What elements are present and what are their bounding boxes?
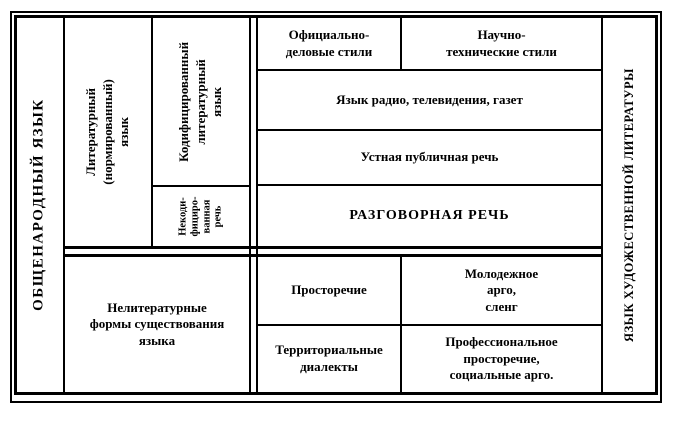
media-language-label: Язык радио, телевидения, газет <box>336 91 523 107</box>
oral-public-speech-cell: Устная публичная речь <box>258 131 601 184</box>
youth-argot-label: Молодежное арго, сленг <box>464 265 539 314</box>
youth-argot-cell: Молодежное арго, сленг <box>402 257 601 324</box>
double-divider-literary-nonliterary <box>63 246 601 257</box>
nonliterary-forms-label: Нелитературные формы существования языка <box>89 299 225 348</box>
divider-row5-row6 <box>258 324 601 326</box>
noncodified-speech-label: Некоди- фициро- ванная речь <box>177 196 224 237</box>
media-language-cell: Язык радио, телевидения, газет <box>258 71 601 129</box>
colloquial-speech-label: РАЗГОВОРНАЯ РЕЧЬ <box>349 208 510 224</box>
colloquial-speech-cell: РАЗГОВОРНАЯ РЕЧЬ <box>258 186 601 246</box>
fiction-language-label: ЯЗЫК ХУДОЖЕСТВЕННОЙ ЛИТЕРАТУРЫ <box>622 68 637 342</box>
scientific-technical-label: Научно- технические стили <box>446 26 557 59</box>
prostorechie-label: Просторечие <box>291 282 367 298</box>
professional-argot-label: Профессиональное просторечие, социальные… <box>445 334 558 383</box>
fiction-language-column: ЯЗЫК ХУДОЖЕСТВЕННОЙ ЛИТЕРАТУРЫ <box>603 18 655 392</box>
codified-literary-label: Кодифицированный литературный язык <box>176 41 225 162</box>
professional-argot-cell: Профессиональное просторечие, социальные… <box>402 326 601 392</box>
official-business-label: Официально- деловые стили <box>285 26 373 59</box>
divider-col-literary <box>151 18 153 248</box>
prostorechie-cell: Просторечие <box>258 257 400 324</box>
double-divider-labels-content <box>249 18 258 392</box>
divider-codified-noncodified <box>153 185 249 187</box>
divider-row2-row3 <box>258 129 601 131</box>
oral-public-speech-label: Устная публичная речь <box>360 149 499 165</box>
outer-frame <box>10 11 662 403</box>
common-language-label: ОБЩЕНАРОДНЫЙ ЯЗЫК <box>30 98 47 312</box>
common-language-column: ОБЩЕНАРОДНЫЙ ЯЗЫК <box>16 18 63 392</box>
literary-language-column: Литературный (нормированный) язык <box>65 18 151 246</box>
inner-frame <box>14 15 658 395</box>
literary-language-label: Литературный (нормированный) язык <box>83 79 132 185</box>
divider-row1-row2 <box>258 69 601 71</box>
nonliterary-forms-cell: Нелитературные формы существования языка <box>65 257 249 392</box>
divider-col-fiction <box>601 18 603 392</box>
codified-literary-column: Кодифицированный литературный язык <box>153 18 249 185</box>
territorial-dialects-label: Территориальные диалекты <box>275 342 383 374</box>
divider-col-common <box>63 18 65 392</box>
scientific-technical-cell: Научно- технические стили <box>402 18 601 69</box>
divider-styles-row <box>400 18 402 71</box>
noncodified-speech-column: Некоди- фициро- ванная речь <box>153 187 249 246</box>
divider-row3-row4 <box>258 184 601 186</box>
official-business-cell: Официально- деловые стили <box>258 18 400 69</box>
territorial-dialects-cell: Территориальные диалекты <box>258 326 400 392</box>
